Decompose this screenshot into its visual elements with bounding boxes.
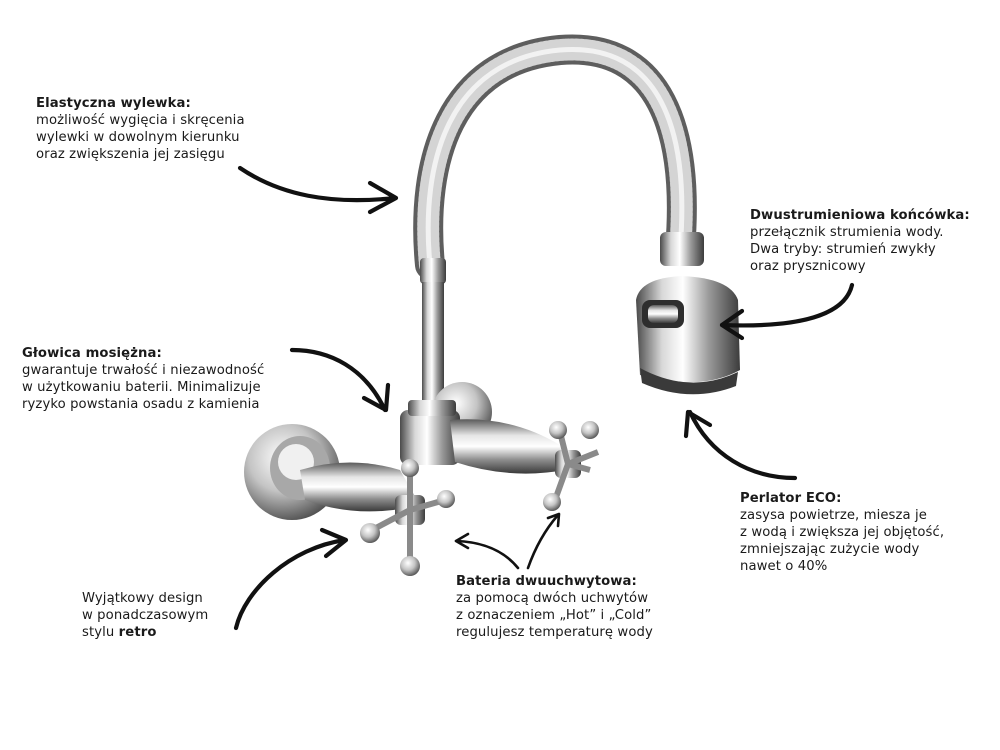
callout-title: Bateria dwuuchwytowa: [456,574,637,589]
callout-line: z oznaczeniem „Hot” i „Cold” [456,608,652,623]
callout-line: gwarantuje trwałość i niezawodność [22,363,265,378]
arrow-brass-head [289,347,388,413]
callout-brass-head: Głowica mosiężna: gwarantuje trwałość i … [22,345,264,413]
callout-text: stylu [82,625,119,640]
arrow-aerator [687,409,798,481]
callout-line: oraz zwiększenia jej zasięgu [36,147,225,162]
arrow-two-handle-right [526,513,560,570]
arrow-dual-stream-head [719,282,855,328]
arrow-two-handle-left [454,539,520,570]
right-cross-handle [543,421,600,511]
callout-eco-aerator: Perlator ECO: zasysa powietrze, miesza j… [740,490,944,575]
callout-line: ryzyko powstania osadu z kamienia [22,397,260,412]
callout-line: regulujesz temperaturę wody [456,625,653,640]
callout-line: Dwa tryby: strumień zwykły [750,242,936,257]
callout-dual-stream-head: Dwustrumieniowa końcówka: przełącznik st… [750,207,970,275]
callout-title: Głowica mosiężna: [22,346,162,361]
callout-line: oraz prysznicowy [750,259,866,274]
callout-line: z wodą i zwiększa jej objętość, [740,525,945,540]
callout-bold-word: retro [118,625,157,640]
left-cross-handle [360,459,455,576]
callout-line: Wyjątkowy design [82,591,203,606]
callout-retro-design: Wyjątkowy design w ponadczasowym stylu r… [82,590,208,641]
callout-line: wylewki w dowolnym kierunku [36,130,240,145]
callout-title: Perlator ECO: [740,491,842,506]
callout-line: zmniejszając zużycie wody [740,542,920,557]
callout-line: w ponadczasowym [82,608,209,623]
dual-stream-head [636,232,740,395]
arrow-elastic-spout [237,165,398,203]
callout-title: Dwustrumieniowa końcówka: [750,208,970,223]
callout-elastic-spout: Elastyczna wylewka: możliwość wygięcia i… [36,95,245,163]
callout-line: przełącznik strumienia wody. [750,225,944,240]
callout-line: stylu retro [82,624,208,641]
mixer-body [300,400,565,512]
callout-line: zasysa powietrze, miesza je [740,508,928,523]
riser-pipe [422,282,444,417]
callout-title: Elastyczna wylewka: [36,96,191,111]
callout-two-handle: Bateria dwuuchwytowa: za pomocą dwóch uc… [456,573,653,641]
arrow-retro-design [233,537,348,631]
callout-line: w użytkowaniu baterii. Minimalizuje [22,380,261,395]
callout-line: możliwość wygięcia i skręcenia [36,113,245,128]
hose-collar [420,258,446,284]
callout-line: za pomocą dwóch uchwytów [456,591,649,606]
callout-line: nawet o 40% [740,559,828,574]
